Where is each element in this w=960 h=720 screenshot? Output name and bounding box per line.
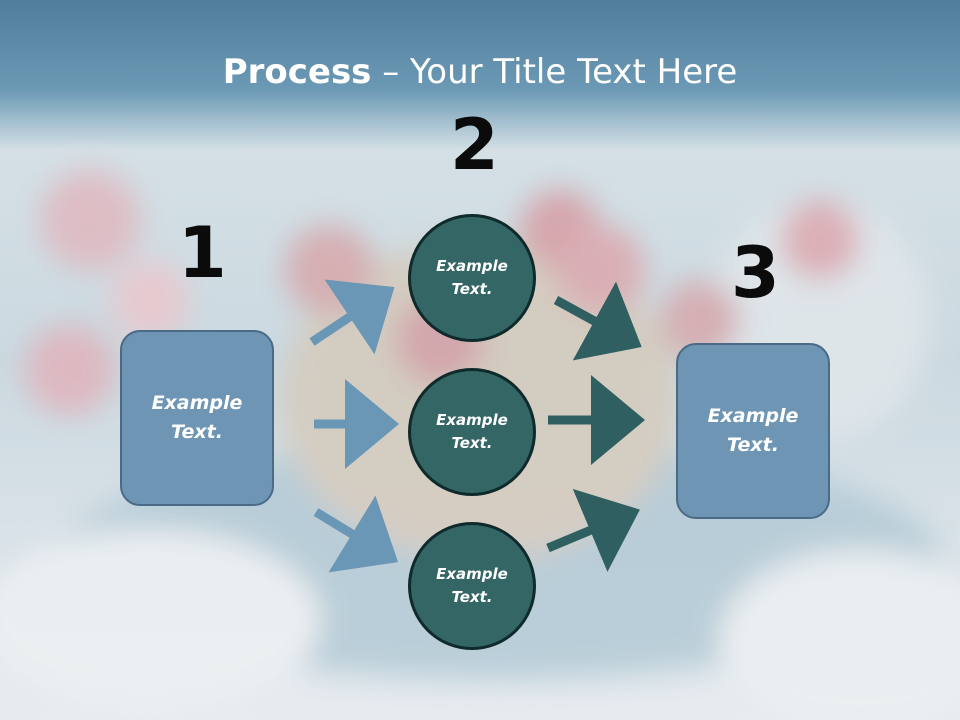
- header-band: [0, 0, 960, 150]
- step-number-1: 1: [178, 212, 227, 294]
- circle-1-line1: Example: [436, 257, 508, 275]
- circle-3-line2: Text.: [451, 588, 493, 606]
- title-bold: Process: [222, 52, 372, 92]
- step-number-3: 3: [731, 232, 780, 314]
- arrow-from-circle-3: [546, 488, 640, 572]
- circle-1-line2: Text.: [451, 280, 493, 298]
- arrow-from-circle-1: [553, 281, 642, 361]
- arrow-to-circle-1: [309, 279, 395, 355]
- step-number-2: 2: [450, 104, 499, 186]
- circle-2-line2: Text.: [451, 434, 493, 452]
- slide-title: Process – Your Title Text Here: [0, 52, 960, 92]
- title-rest: – Your Title Text Here: [371, 52, 738, 92]
- box-left-line1: Example: [151, 392, 243, 414]
- box-right-line2: Text.: [727, 434, 779, 456]
- arrow-to-circle-3: [313, 495, 399, 573]
- circle-2-line1: Example: [436, 411, 508, 429]
- box-right-line1: Example: [707, 405, 799, 427]
- box-left-line2: Text.: [171, 421, 223, 443]
- circle-3-line1: Example: [436, 565, 508, 583]
